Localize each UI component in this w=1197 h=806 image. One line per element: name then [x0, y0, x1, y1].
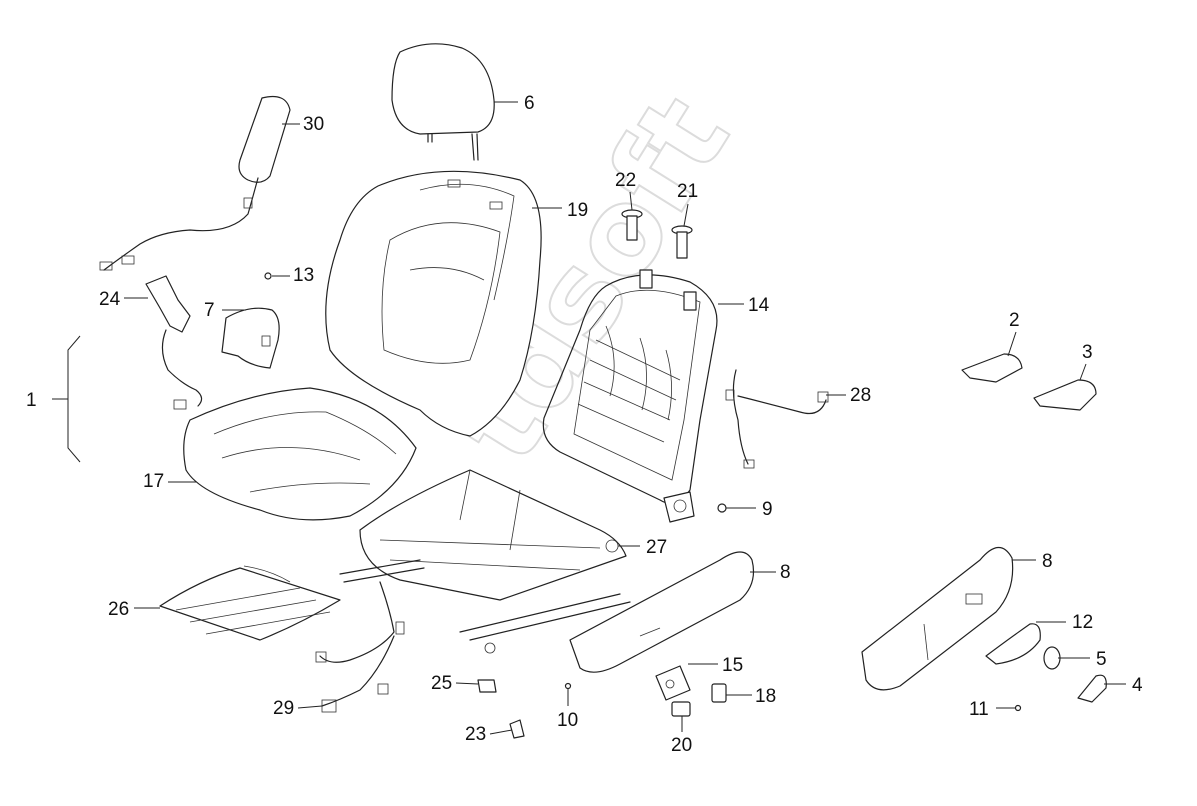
callout-24: 24 [99, 289, 121, 310]
callout-15: 15 [722, 655, 743, 676]
seat-cushion-part [183, 387, 417, 521]
knob-20-part [671, 701, 691, 717]
callout-8b: 8 [1042, 551, 1053, 572]
cover-3-part [1033, 379, 1097, 411]
outer-shield-part [569, 551, 755, 673]
assembly-bracket [67, 335, 81, 463]
trim-cover-part [221, 307, 280, 369]
callout-4: 4 [1132, 675, 1143, 696]
callout-7: 7 [204, 300, 215, 321]
cushion-harness-part [315, 581, 405, 713]
callout-23: 23 [465, 724, 486, 745]
seatbelt-buckle-part [145, 275, 203, 410]
bolt-part [717, 503, 727, 513]
callout-27: 27 [646, 537, 667, 558]
callout-14: 14 [748, 295, 770, 316]
callout-9: 9 [762, 499, 773, 520]
callout-1: 1 [26, 390, 37, 411]
screw-part [264, 272, 272, 280]
callout-28: 28 [850, 385, 871, 406]
screw-11-part [1014, 704, 1022, 712]
callout-17: 17 [143, 471, 164, 492]
callout-22: 22 [615, 170, 636, 191]
seatback-frame-part [542, 269, 718, 523]
cover-2-part [961, 353, 1023, 383]
callout-25: 25 [431, 673, 452, 694]
callout-8a: 8 [780, 562, 791, 583]
callout-18: 18 [755, 686, 776, 707]
callout-19: 19 [567, 200, 588, 221]
callout-2: 2 [1009, 310, 1020, 331]
cushion-spring-part [159, 565, 341, 641]
callout-30: 30 [303, 114, 324, 135]
cap-part [1043, 646, 1061, 670]
seatback-cover-part [325, 170, 542, 437]
seatback-harness-part [725, 369, 829, 469]
callout-21: 21 [677, 181, 698, 202]
headrest-part [391, 43, 495, 161]
cover-4-part [1077, 674, 1107, 703]
callout-12: 12 [1072, 612, 1093, 633]
callout-3: 3 [1082, 342, 1093, 363]
callout-13: 13 [293, 265, 314, 286]
cover-12-part [985, 623, 1041, 665]
callout-5: 5 [1096, 649, 1107, 670]
seat-frame-part [339, 469, 631, 654]
knob-18-part [711, 683, 727, 703]
headrest-guide-21-part [671, 225, 693, 259]
switch-part [655, 665, 691, 701]
leader-lines [52, 101, 1126, 735]
side-airbag-part [99, 95, 291, 271]
callout-6: 6 [524, 93, 535, 114]
clip-25-part [477, 679, 497, 693]
inner-shield-part [861, 546, 1014, 691]
callout-26: 26 [108, 599, 129, 620]
callout-20: 20 [671, 735, 692, 756]
callout-10: 10 [557, 710, 578, 731]
clip-23-part [509, 719, 525, 739]
callout-29: 29 [273, 698, 294, 719]
screw-10-part [564, 682, 572, 690]
callout-11: 11 [969, 699, 989, 720]
